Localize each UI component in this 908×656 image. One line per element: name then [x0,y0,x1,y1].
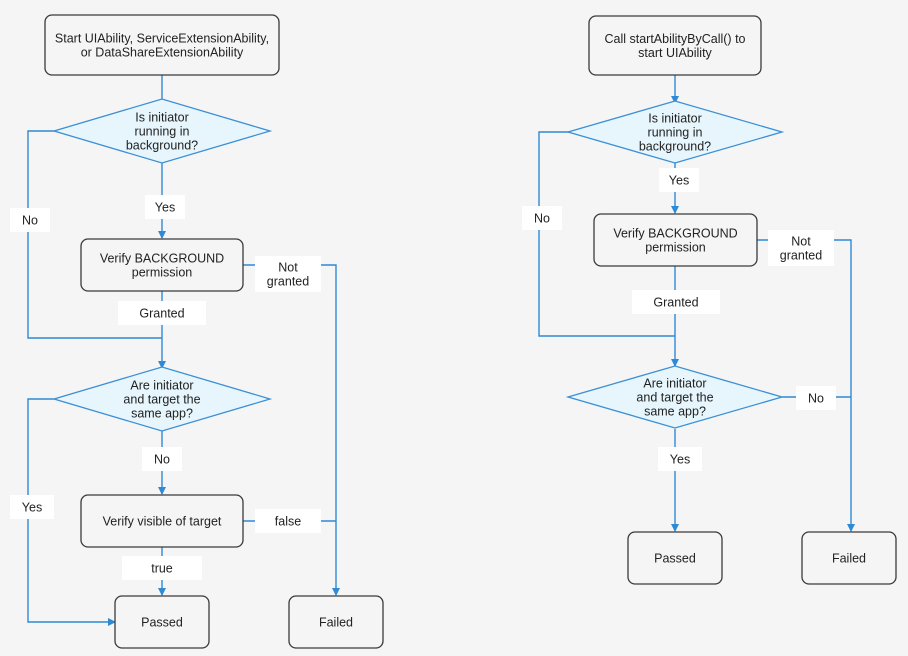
left-label-yes-2-bg [10,495,54,519]
right-decision-background-shape [565,100,785,164]
edge-right-decision-no [538,131,675,337]
left-label-no-2-text: No [154,453,170,467]
right-start-box-shape [588,15,762,76]
left-label-yes-2-text: Yes [22,501,42,515]
left-failed-box-text: Failed [319,616,353,630]
left-verify-visible-box: Verify visible of target [80,494,244,548]
right-failed-box-shape [801,531,897,585]
right-label-no-1-bg [522,206,562,230]
right-label-yes-2-text: Yes [670,453,690,467]
left-label-false-text: false [275,515,301,529]
right-passed-box: Passed [627,531,723,585]
left-label-no-2: No [142,447,182,471]
left-label-granted-bg [118,301,206,325]
left-verify-background-box-shape [80,238,244,292]
left-label-granted-text: Granted [139,307,184,321]
right-label-granted: Granted [632,290,720,314]
right-label-no-1: No [522,206,562,230]
left-start-box-shape [44,14,280,76]
right-label-yes-1-bg [659,168,699,192]
left-start-box-text: Start UIAbility, ServiceExtensionAbility… [55,32,269,60]
right-decision-same-app-shape [565,365,785,429]
left-label-yes-1: Yes [145,195,185,219]
edge-left-decision-no [27,130,162,339]
right-label-no-2-bg [796,386,836,410]
left-start-box: Start UIAbility, ServiceExtensionAbility… [44,14,280,76]
right-label-no-1-text: No [534,212,550,226]
left-failed-box-shape [288,595,384,649]
left-label-yes-1-bg [145,195,185,219]
right-passed-box-shape [627,531,723,585]
left-label-yes-1-text: Yes [155,201,175,215]
left-label-no-2-bg [142,447,182,471]
right-failed-box: Failed [801,531,897,585]
left-verify-visible-box-text: Verify visible of target [103,515,222,529]
right-label-granted-text: Granted [653,296,698,310]
right-label-not-granted-bg [768,230,834,266]
left-label-granted: Granted [118,301,206,325]
left-label-no-1-text: No [22,214,38,228]
right-label-no-2-text: No [808,392,824,406]
right-label-yes-2-bg [658,447,702,471]
left-passed-box-text: Passed [141,616,183,630]
left-verify-visible-box-shape [80,494,244,548]
left-passed-box-shape [114,595,210,649]
right-label-no-2: No [796,386,836,410]
left-label-yes-2: Yes [10,495,54,519]
left-label-no-1: No [10,208,50,232]
right-verify-background-box-shape [593,213,758,267]
right-failed-box-text: Failed [832,552,866,566]
left-label-no-1-bg [10,208,50,232]
edge-right-not-granted [757,239,855,532]
left-label-false: false [255,509,321,533]
left-label-true: true [122,556,202,580]
left-label-false-bg [255,509,321,533]
right-label-yes-1-text: Yes [669,174,689,188]
right-label-yes-2: Yes [658,447,702,471]
left-label-true-bg [122,556,202,580]
right-label-yes-1: Yes [659,168,699,192]
right-passed-box-text: Passed [654,552,696,566]
left-passed-box: Passed [114,595,210,649]
left-decision-same-app-shape [51,366,273,432]
left-decision-background-shape [51,98,273,164]
left-label-not-granted-bg [255,256,321,292]
right-label-granted-bg [632,290,720,314]
edge-left-not-granted [243,264,340,596]
left-failed-box: Failed [288,595,384,649]
left-label-true-text: true [151,562,173,576]
nodes-layer: Start UIAbility, ServiceExtensionAbility… [44,14,897,649]
